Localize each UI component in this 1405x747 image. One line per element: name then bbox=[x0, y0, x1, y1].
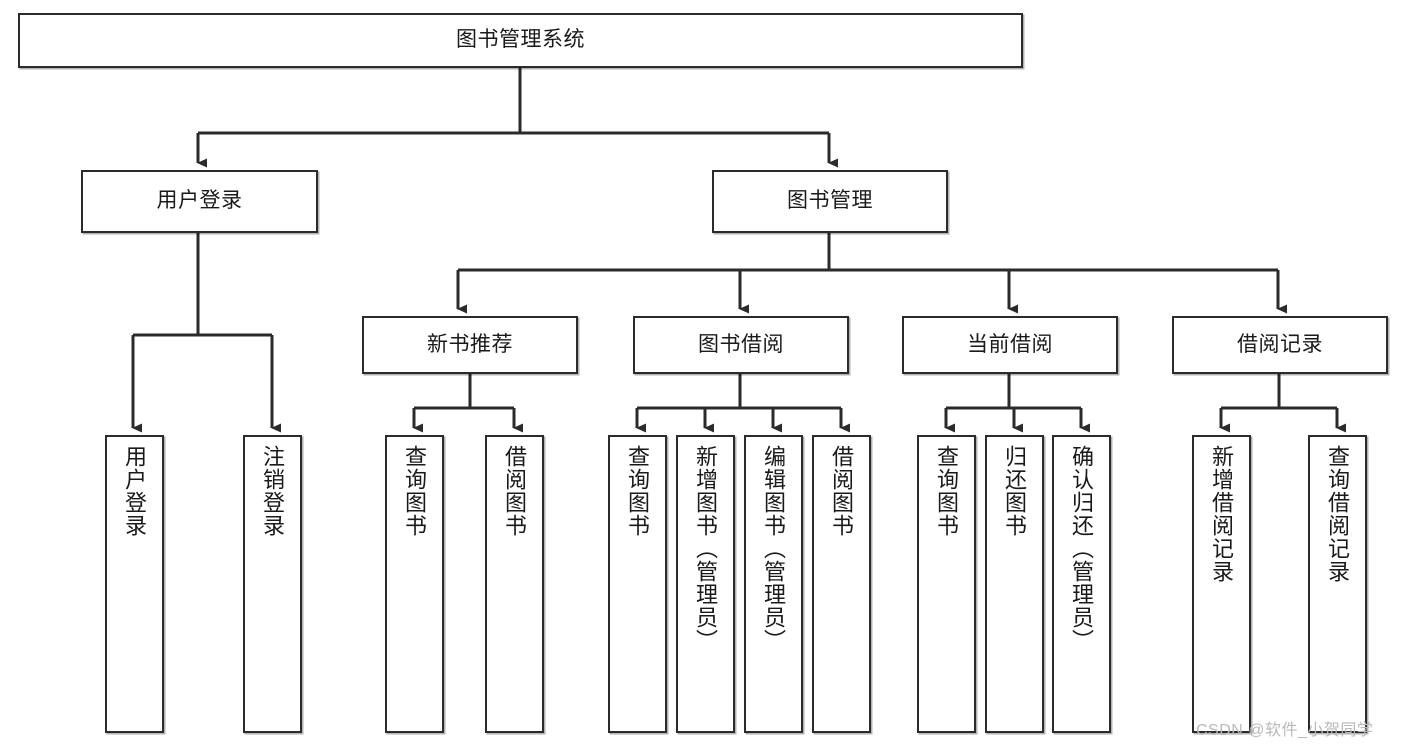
submodule-node-新书推荐-0[interactable]: 新书推荐 bbox=[362, 316, 578, 374]
leaf-node-新增图书管理员-5[interactable]: 新增图书（管理员） bbox=[676, 435, 735, 733]
leaf-node-新增借阅记录-11[interactable]: 新增借阅记录 bbox=[1192, 435, 1251, 733]
node-label: 图书管理系统 bbox=[456, 28, 585, 52]
leaf-node-查询借阅记录-12[interactable]: 查询借阅记录 bbox=[1308, 435, 1367, 733]
leaf-node-查询图书-4[interactable]: 查询图书 bbox=[608, 435, 667, 733]
node-label: 编辑图书（管理员） bbox=[761, 445, 787, 652]
leaf-node-查询图书-2[interactable]: 查询图书 bbox=[385, 435, 444, 733]
root-node-图书管理系统[interactable]: 图书管理系统 bbox=[18, 13, 1023, 68]
submodule-node-图书借阅-1[interactable]: 图书借阅 bbox=[633, 316, 849, 374]
module-node-图书管理-1[interactable]: 图书管理 bbox=[712, 170, 948, 233]
node-label: 确认归还（管理员） bbox=[1069, 445, 1095, 652]
submodule-node-当前借阅-2[interactable]: 当前借阅 bbox=[902, 316, 1118, 374]
leaf-node-归还图书-9[interactable]: 归还图书 bbox=[985, 435, 1044, 733]
node-label: 查询图书 bbox=[625, 445, 651, 537]
node-label: 新书推荐 bbox=[427, 332, 513, 356]
leaf-node-查询图书-8[interactable]: 查询图书 bbox=[917, 435, 976, 733]
node-label: 图书借阅 bbox=[698, 332, 784, 356]
node-label: 借阅记录 bbox=[1237, 332, 1323, 356]
node-label: 图书管理 bbox=[787, 189, 873, 213]
node-label: 新增借阅记录 bbox=[1209, 445, 1235, 583]
node-label: 借阅图书 bbox=[829, 445, 855, 537]
leaf-node-用户登录-0[interactable]: 用户登录 bbox=[105, 435, 164, 733]
node-label: 查询借阅记录 bbox=[1325, 445, 1351, 583]
node-label: 查询图书 bbox=[402, 445, 428, 537]
leaf-node-确认归还管理员-10[interactable]: 确认归还（管理员） bbox=[1052, 435, 1111, 733]
node-label: 用户登录 bbox=[156, 189, 243, 213]
node-label: 借阅图书 bbox=[502, 445, 528, 537]
node-label: 注销登录 bbox=[260, 445, 286, 537]
module-node-用户登录-0[interactable]: 用户登录 bbox=[81, 170, 318, 233]
node-label: 当前借阅 bbox=[967, 332, 1053, 356]
csdn-watermark: CSDN @软件_小贺同学 bbox=[1196, 722, 1374, 739]
node-label: 归还图书 bbox=[1002, 445, 1028, 537]
leaf-node-借阅图书-3[interactable]: 借阅图书 bbox=[485, 435, 544, 733]
leaf-node-借阅图书-7[interactable]: 借阅图书 bbox=[812, 435, 871, 733]
node-label: 新增图书（管理员） bbox=[693, 445, 719, 652]
leaf-node-编辑图书管理员-6[interactable]: 编辑图书（管理员） bbox=[744, 435, 803, 733]
submodule-node-借阅记录-3[interactable]: 借阅记录 bbox=[1172, 316, 1388, 374]
node-label: 用户登录 bbox=[122, 445, 148, 537]
leaf-node-注销登录-1[interactable]: 注销登录 bbox=[243, 435, 302, 733]
node-label: 查询图书 bbox=[934, 445, 960, 537]
